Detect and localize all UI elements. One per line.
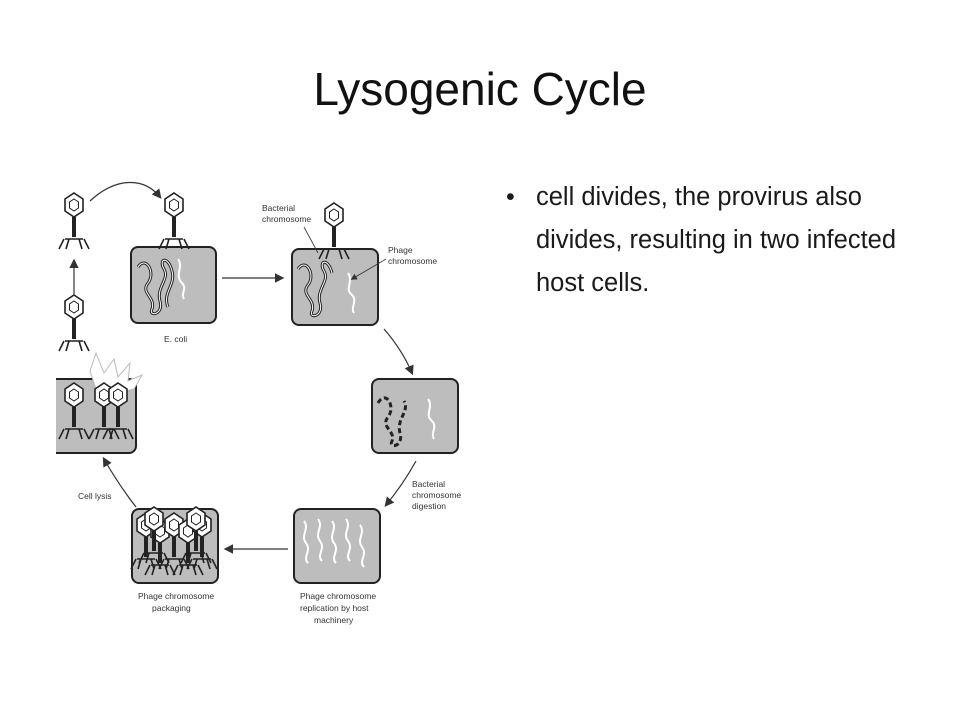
label-digestion-1: Bacterial [412,479,445,489]
bullet-item: • cell divides, the provirus also divide… [496,176,916,305]
label-cell-lysis: Cell lysis [78,491,112,501]
bullet-text: cell divides, the provirus also divides,… [536,183,897,297]
slide-title: Lysogenic Cycle [313,63,647,115]
label-phage-chromosome-1: Phage [388,245,413,255]
label-bacterial-chromosome-2: chromosome [262,214,311,224]
label-bacterial-chromosome-1: Bacterial [262,203,295,213]
label-packaging-2: packaging [152,603,191,613]
arrow-lysis [102,456,137,508]
cell-infected [291,202,379,326]
cell-replication [293,508,381,584]
cell-lysis [56,351,144,454]
label-phage-chromosome-2: chromosome [388,256,437,266]
label-replication-1: Phage chromosome [300,591,376,601]
label-e-coli: E. coli [164,334,187,344]
bullet-list: • cell divides, the provirus also divide… [496,176,916,305]
released-phage-icon [58,294,90,352]
label-digestion-2: chromosome [412,490,461,500]
label-digestion-3: digestion [412,501,446,511]
arrow-replicate [384,460,417,507]
label-packaging-1: Phage chromosome [138,591,214,601]
lytic-cycle-diagram: E. coli Bacterial chromosome Phage chrom… [56,181,461,625]
attaching-phage-icon [158,192,190,250]
label-replication-3: machinery [314,615,354,625]
cell-ecoli [130,246,217,324]
free-phage-icon [58,192,90,250]
arrow-attach [89,181,162,202]
cell-packaging [130,506,219,584]
bullet-dot: • [506,183,515,211]
label-replication-2: replication by host [300,603,369,613]
cell-digestion [371,378,459,454]
arrow-digest [383,328,414,376]
